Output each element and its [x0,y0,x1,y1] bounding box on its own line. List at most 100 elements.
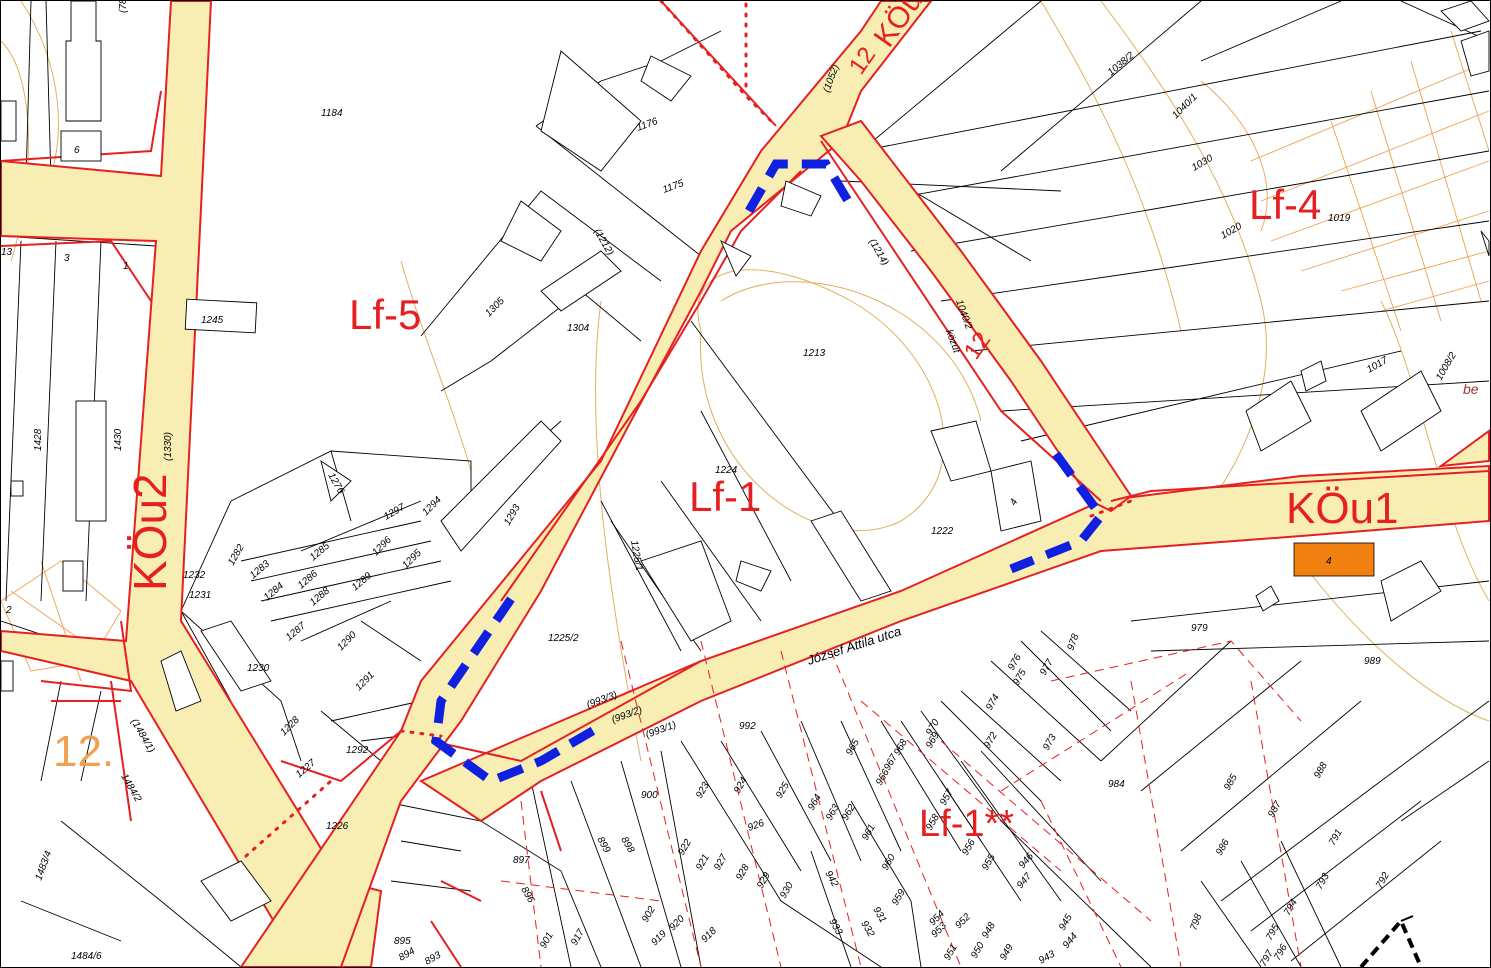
boundary-tick [1400,915,1414,922]
parcel-number: 979 [1191,623,1208,634]
parcel-number: 960 [880,852,898,872]
parcel-number: 902 [640,904,658,924]
parcel-number: 931 [870,905,888,925]
parcel-number: 951 [942,943,960,963]
parcel-number: 6 [74,145,80,156]
parcel-number: 898 [618,835,636,855]
parcel-number: (1484/1) [128,717,156,755]
parcel-number: 1227 [294,757,318,780]
parcel-number: 13 [1,247,13,258]
parcel-number: 897 [513,855,530,866]
parcel-number: 894 [397,946,417,964]
parcel-number: 952 [953,911,973,931]
parcel-number: 899 [594,835,612,855]
parcel-number: 946 [1017,851,1036,871]
parcel-number: 1283 [248,558,272,581]
parcel-number: 926 [746,818,766,834]
parcel-number: 1484/6 [71,951,102,962]
parcel-number: 1225/2 [548,633,579,644]
parcel-number: 1224 [715,465,738,476]
orange-building-number: 4 [1326,556,1332,567]
parcel-number: 792 [1374,870,1392,890]
parcel-number: 1038/2 [1106,50,1137,78]
parcel-number: 1289 [350,570,374,593]
parcel-number: 1293 [502,502,523,527]
zone-label-lf1: Lf-1 [689,473,761,520]
parcel-number: (1212) [591,227,615,258]
parcel-number: 945 [1057,912,1075,932]
parcel-number: 944 [1061,931,1080,951]
contour-lines [1,1,1490,762]
parcel-number: 963 [824,802,842,822]
parcel-number: 922 [676,837,694,857]
parcel-number: 965 [844,737,862,757]
parcel-number: 1232 [183,570,206,581]
parcel-number: 1297 [382,502,407,523]
parcel-number: 1305 [483,295,507,319]
parcel-number: 893 [423,950,443,967]
parcel-number: 1226 [326,821,349,832]
parcel-number: 1282 [226,542,247,567]
parcel-number: 974 [984,692,1002,712]
parcel-number: (1330) [163,432,174,461]
parcel-number: 900 [641,790,658,801]
parcel-number: 797 [1258,948,1276,967]
parcel-number: 955 [980,852,998,872]
zone-label-lf1-ss: Lf-1** [919,803,1014,845]
parcel-number: 1245 [201,315,224,326]
zone-label-kou1: KÖu1 [1286,484,1399,533]
parcel-number: 949 [998,942,1016,962]
parcel-number: 3 [64,253,70,264]
parcel-number: 923 [694,780,712,800]
planned-development-outline [431,159,1107,787]
parcel-number: 918 [699,925,719,945]
zone-label-12: 12. [53,727,114,776]
parcel-number: 1285 [308,540,332,563]
parcel-number: 1483/4 [33,849,54,882]
parcel-number: 798 [1188,912,1204,932]
parcel-number: 1284 [262,580,286,603]
parcel-number: 933 [826,917,844,937]
parcel-number: 1231 [189,590,211,601]
parcel-number: 1213 [803,348,826,359]
parcel-number: (785) [118,1,129,13]
parcel-number: 987 [1266,799,1284,819]
parcel-number: 985 [1222,772,1240,792]
boundary-dash-black [1359,917,1423,967]
parcel-number: 1296 [370,534,394,558]
parcel-number: 986 [1214,837,1232,857]
parcel-number: 962 [840,802,858,822]
parcel-number: 950 [969,940,987,960]
buildings [1,1,1490,922]
parcel-number: 930 [778,880,796,900]
parcel-number: 921 [694,853,712,873]
parcel-number: 1184 [321,108,343,119]
parcel-number: 4 [1008,497,1021,508]
parcel-number: 1230 [247,663,270,674]
parcel-number: 929 [755,870,773,890]
partial-label: be [1463,381,1479,397]
orange-building[interactable] [1293,542,1375,577]
parcel-number: 1019 [1328,213,1351,224]
parcel-number: 1017 [1365,355,1390,376]
parcel-number: 964 [806,792,824,812]
parcel-number: 1484/2 [118,772,143,804]
parcel-number: 947 [1015,871,1034,891]
parcel-number: 1175 [661,178,685,196]
dotted-boundaries [244,1,1133,858]
parcel-number: 1020 [1219,221,1244,242]
parcel-number: 961 [860,823,878,843]
parcel-number: 1288 [308,585,332,608]
parcel-number: 1228 [278,714,302,738]
planned-dashed-lines [500,640,1302,967]
parcel-number: 989 [1364,656,1381,667]
parcel-number: 2 [5,605,12,616]
parcel-number: 1291 [353,670,377,694]
parcel-number: 1286 [296,568,320,591]
parcel-number: 1294 [420,494,444,518]
parcel-number: 895 [394,936,411,947]
parcel-number: 928 [734,862,752,882]
